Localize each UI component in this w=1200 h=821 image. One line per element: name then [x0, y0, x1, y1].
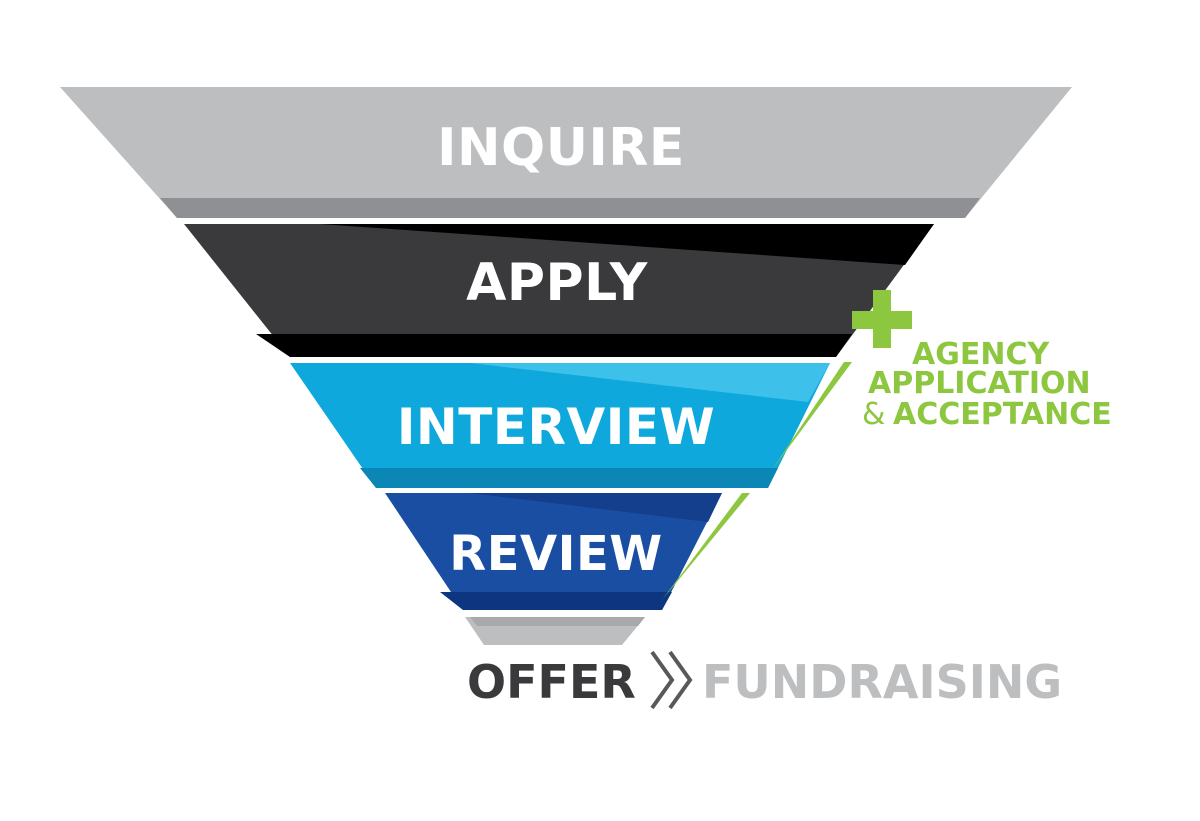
stage-apply: APPLY: [184, 224, 934, 357]
plus-icon: [852, 290, 912, 348]
stage-interview: INTERVIEW: [290, 363, 830, 488]
stage-review: REVIEW: [385, 493, 722, 610]
stage-review-label: REVIEW: [449, 526, 663, 582]
stage-review-accent: [470, 493, 722, 522]
stage-apply-shadow: [256, 334, 852, 357]
stage-apply-label: APPLY: [466, 253, 649, 313]
stage-inquire-label: INQUIRE: [437, 118, 685, 178]
stage-interview-accent: [470, 363, 830, 402]
stage-review-shadow: [440, 592, 672, 610]
stage-interview-shadow: [360, 468, 778, 488]
chevron-second: [668, 650, 693, 710]
addon-line-application: APPLICATION: [868, 366, 1091, 401]
addon-ampersand: &: [862, 397, 885, 432]
stage-offer-shadow: [470, 617, 645, 626]
stage-review-band: [385, 493, 722, 610]
green-sliver-upper: [772, 362, 852, 470]
plus-icon-horizontal: [852, 311, 912, 329]
stage-interview-label: INTERVIEW: [397, 398, 715, 456]
stage-inquire-shadow: [160, 198, 980, 218]
stage-inquire-band: [60, 87, 1072, 218]
green-sliver-lower: [662, 493, 750, 600]
stage-inquire: INQUIRE: [60, 87, 1072, 218]
addon-line-agency: AGENCY: [912, 337, 1050, 372]
footer-offer: OFFER: [467, 655, 636, 709]
stage-interview-band: [290, 363, 830, 488]
addon-line-acceptance: ACCEPTANCE: [893, 397, 1112, 432]
chevron-first: [650, 650, 675, 710]
stage-apply-band: [184, 224, 934, 357]
footer-fundraising: FUNDRAISING: [702, 655, 1062, 709]
stage-apply-accent: [320, 224, 934, 265]
double-chevron-icon: [650, 650, 693, 710]
stage-offer: [465, 617, 645, 645]
